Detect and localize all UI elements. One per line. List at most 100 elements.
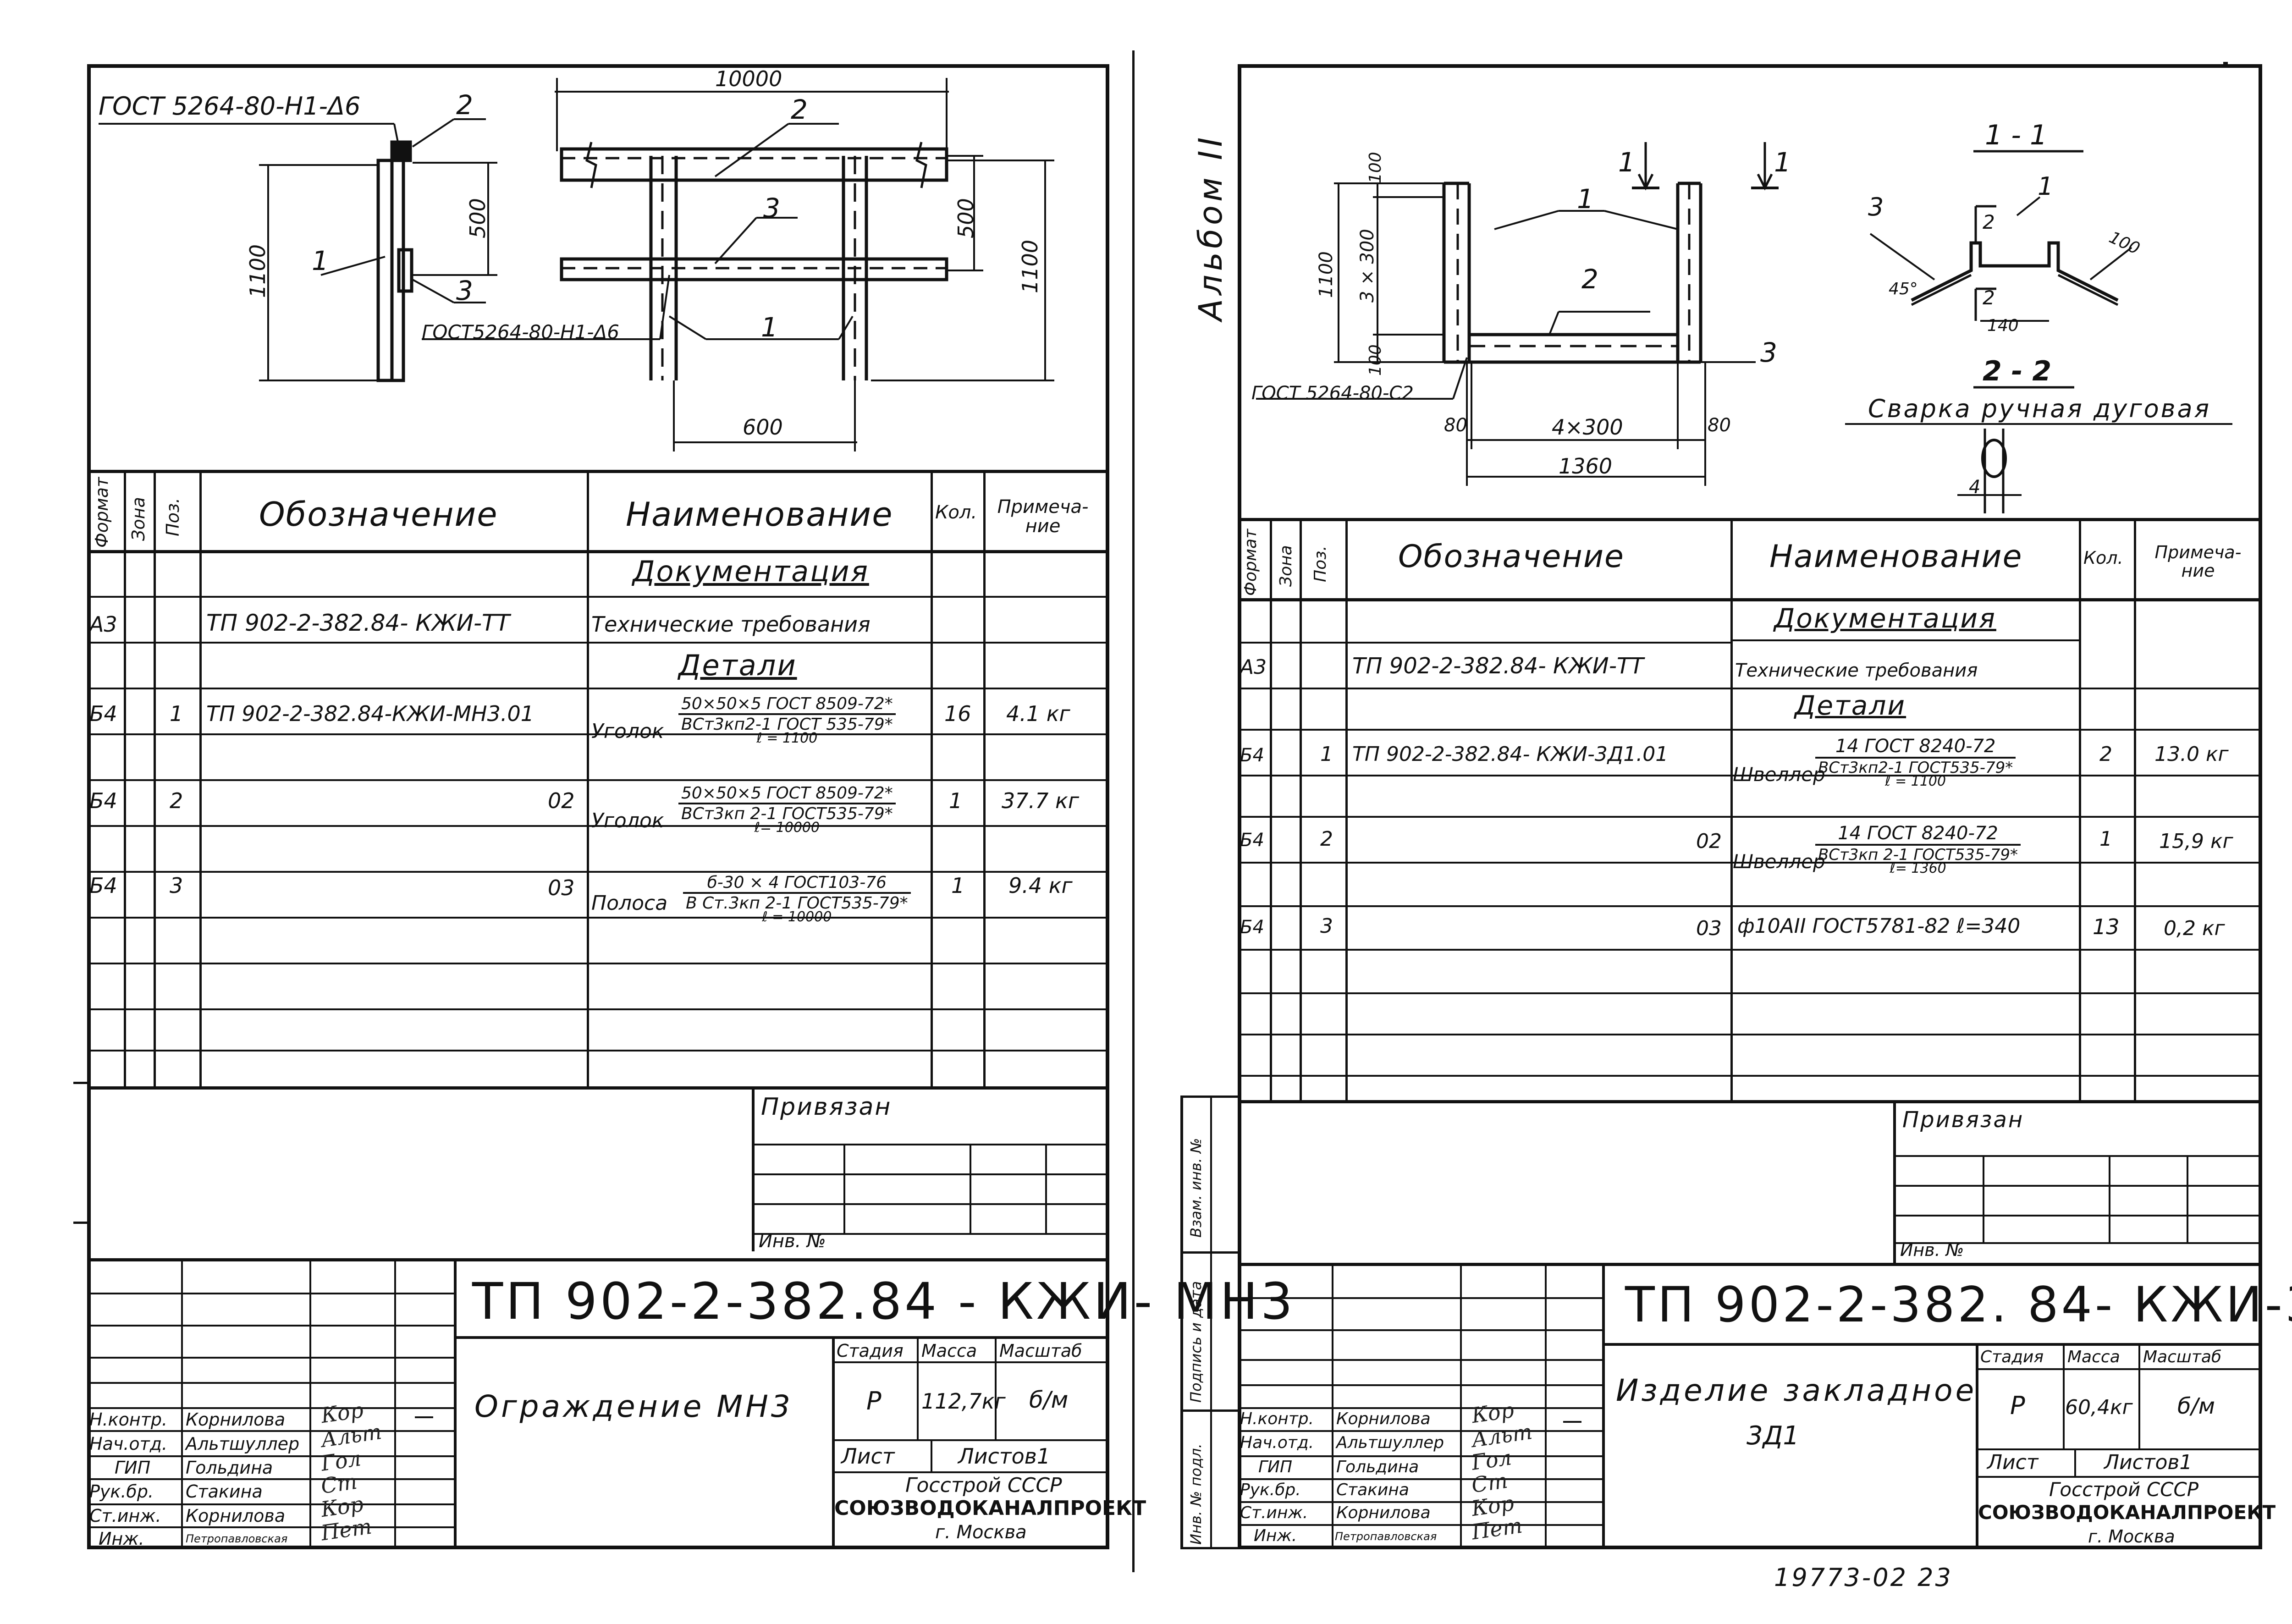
left-person-role-2: Нач.отд. [89, 1434, 168, 1454]
right-drawing [1256, 142, 2232, 513]
right-dim-100-top: 100 [1366, 152, 1385, 183]
footer-code: 19773-02 23 [1774, 1563, 1953, 1592]
left-row3-note: 37.7 кг [1002, 788, 1079, 813]
left-list-label: Лист [841, 1444, 895, 1469]
right-person-role-1: Н.контр. [1240, 1409, 1314, 1428]
left-person-name-2: Альтшуллер [186, 1434, 300, 1454]
left-row4-spec: б-30 × 4 ГОСТ103-76 В Ст.3кп 2-1 ГОСТ535… [683, 873, 911, 925]
right-row2-name: Швеллер [1733, 763, 1825, 786]
left-row4-name: Полоса [591, 892, 668, 915]
right-weld-text: Сварка ручная дуговая [1868, 394, 2211, 423]
right-row3-spec-top: 14 ГОСТ 8240-72 [1815, 823, 2021, 846]
right-section-parts: Детали [1795, 690, 1906, 721]
right-pos-2: 2 [1581, 264, 1598, 295]
left-person-role-1: Н.контр. [89, 1409, 168, 1430]
right-org1: Госстрой СССР [2049, 1478, 2199, 1501]
right-hdr-qty: Кол. [2083, 548, 2123, 568]
left-massa: 112,7кг [921, 1389, 1006, 1414]
right-row2-qty: 2 [2099, 743, 2112, 766]
right-stadia-label: Стадия [1980, 1348, 2044, 1366]
right-dash-mark [1563, 1421, 1581, 1423]
left-stadia: Р [866, 1387, 882, 1415]
right-inv-no: Инв. № [1900, 1240, 1964, 1260]
right-row4-pos: 3 [1320, 914, 1333, 938]
right-row2-format: Б4 [1240, 745, 1264, 766]
right-row2-spec-len: ℓ = 1100 [1885, 773, 1946, 789]
left-row3-spec: 50×50×5 ГОСТ 8509-72* ВСт3кп 2-1 ГОСТ535… [678, 784, 896, 836]
left-privyazan: Привязан [761, 1093, 892, 1121]
right-s11-2a: 2 [1983, 211, 1995, 233]
right-person-name-1: Корнилова [1336, 1409, 1431, 1428]
right-doc-title2: 3Д1 [1747, 1421, 1800, 1451]
right-list-label: Лист [1987, 1451, 2039, 1474]
left-pos-3b: 3 [763, 193, 780, 224]
left-row3-spec-len: ℓ= 10000 [754, 820, 820, 836]
right-row2-spec-bot: ВСт3кп2-1 ГОСТ535-79* [1818, 759, 2013, 777]
right-row2-designation: ТП 902-2-382.84- КЖИ-3Д1.01 [1352, 743, 1669, 766]
right-dim-100-bot: 100 [1366, 344, 1385, 376]
right-s11-pos3: 3 [1868, 193, 1884, 221]
left-row4-spec-top: б-30 × 4 ГОСТ103-76 [683, 873, 911, 894]
left-pos-2b: 2 [791, 94, 808, 125]
right-org2: СОЮЗВОДОКАНАЛПРОЕКТ [1978, 1501, 2276, 1524]
left-listov-label: Листов1 [958, 1444, 1051, 1469]
right-person-name-6: Петропавловская [1335, 1530, 1437, 1543]
right-person-role-2: Нач.отд. [1240, 1433, 1314, 1452]
right-row2-spec: 14 ГОСТ 8240-72 ВСт3кп2-1 ГОСТ535-79* ℓ … [1815, 736, 2016, 789]
right-person-role-3: ГИП [1258, 1458, 1293, 1476]
left-dim-600: 600 [743, 415, 783, 440]
right-row3-name: Швеллер [1733, 850, 1825, 873]
left-row4-pos: 3 [170, 873, 183, 898]
right-doc-code: ТП 902-2-382. 84- КЖИ-3Д1 [1625, 1277, 2292, 1333]
left-org2: СОЮЗВОДОКАНАЛПРОЕКТ [834, 1497, 1146, 1520]
left-person-role-4: Рук.бр. [89, 1481, 154, 1502]
left-row3-spec-top: 50×50×5 ГОСТ 8509-72* [678, 784, 896, 804]
right-listov-label: Листов1 [2104, 1451, 2193, 1474]
right-person-role-6: Инж. [1254, 1526, 1297, 1545]
right-weld-4: 4 [1969, 477, 1981, 498]
right-row2-pos: 1 [1320, 743, 1333, 766]
left-dash-mark [415, 1416, 433, 1418]
left-margin-tick-2 [73, 1222, 87, 1224]
left-row3-format: Б4 [89, 788, 117, 813]
right-row3-spec-bot: ВСт3кп 2-1 ГОСТ535-79* [1818, 846, 2018, 864]
right-sec-1a: 1 [1618, 147, 1635, 178]
left-pos-1b: 1 [761, 312, 778, 343]
right-section-11: 1 - 1 [1985, 119, 2048, 151]
right-side-podpis: Подпись и дата [1187, 1281, 1205, 1403]
right-s11-pos1: 1 [2038, 172, 2054, 201]
left-person-role-3: ГИП [115, 1458, 151, 1478]
right-row4-name: ф10АII ГОСТ5781-82 ℓ=340 [1737, 914, 2021, 938]
right-masshtab-label: Масштаб [2143, 1348, 2222, 1366]
left-row4-qty: 1 [951, 873, 965, 898]
left-row2-format: Б4 [89, 701, 117, 726]
left-person-name-3: Гольдина [186, 1458, 273, 1478]
right-row3-spec-len: ℓ= 1360 [1890, 860, 1946, 876]
left-row2-pos: 1 [170, 701, 183, 726]
left-margin-tick-1 [73, 1082, 87, 1084]
left-person-role-5: Ст.инж. [89, 1506, 161, 1526]
right-row3-spec: 14 ГОСТ 8240-72 ВСт3кп 2-1 ГОСТ535-79* ℓ… [1815, 823, 2021, 876]
left-person-name-6: Петропавловская [186, 1532, 288, 1545]
right-dim-1100: 1100 [1316, 251, 1337, 298]
left-row2-designation: ТП 902-2-382.84-КЖИ-МН3.01 [206, 701, 534, 726]
left-person-name-4: Стакина [186, 1481, 263, 1502]
left-row3-name: Уголок [591, 809, 664, 832]
right-row3-note: 15,9 кг [2159, 830, 2233, 853]
left-massa-label: Масса [921, 1341, 977, 1361]
right-hdr-note: Примеча-ние [2154, 542, 2242, 581]
left-hdr-note: Примеча-ние [997, 496, 1089, 537]
left-person-name-5: Корнилова [186, 1506, 286, 1526]
right-person-name-3: Гольдина [1336, 1458, 1419, 1476]
left-section-parts: Детали [678, 649, 797, 682]
right-hdr-designation: Обозначение [1398, 539, 1625, 575]
right-massa: 60,4кг [2065, 1396, 2133, 1419]
left-row1-format: А3 [89, 612, 117, 637]
left-masshtab: б/м [1029, 1387, 1069, 1413]
right-side-inv-podl: Инв. № подл. [1187, 1443, 1205, 1545]
left-section-docs: Документация [633, 555, 869, 588]
right-dim-1360: 1360 [1559, 454, 1613, 479]
right-row4-format: Б4 [1240, 917, 1264, 938]
left-row3-designation: 02 [548, 788, 575, 813]
right-row3-designation: 02 [1696, 830, 1722, 853]
